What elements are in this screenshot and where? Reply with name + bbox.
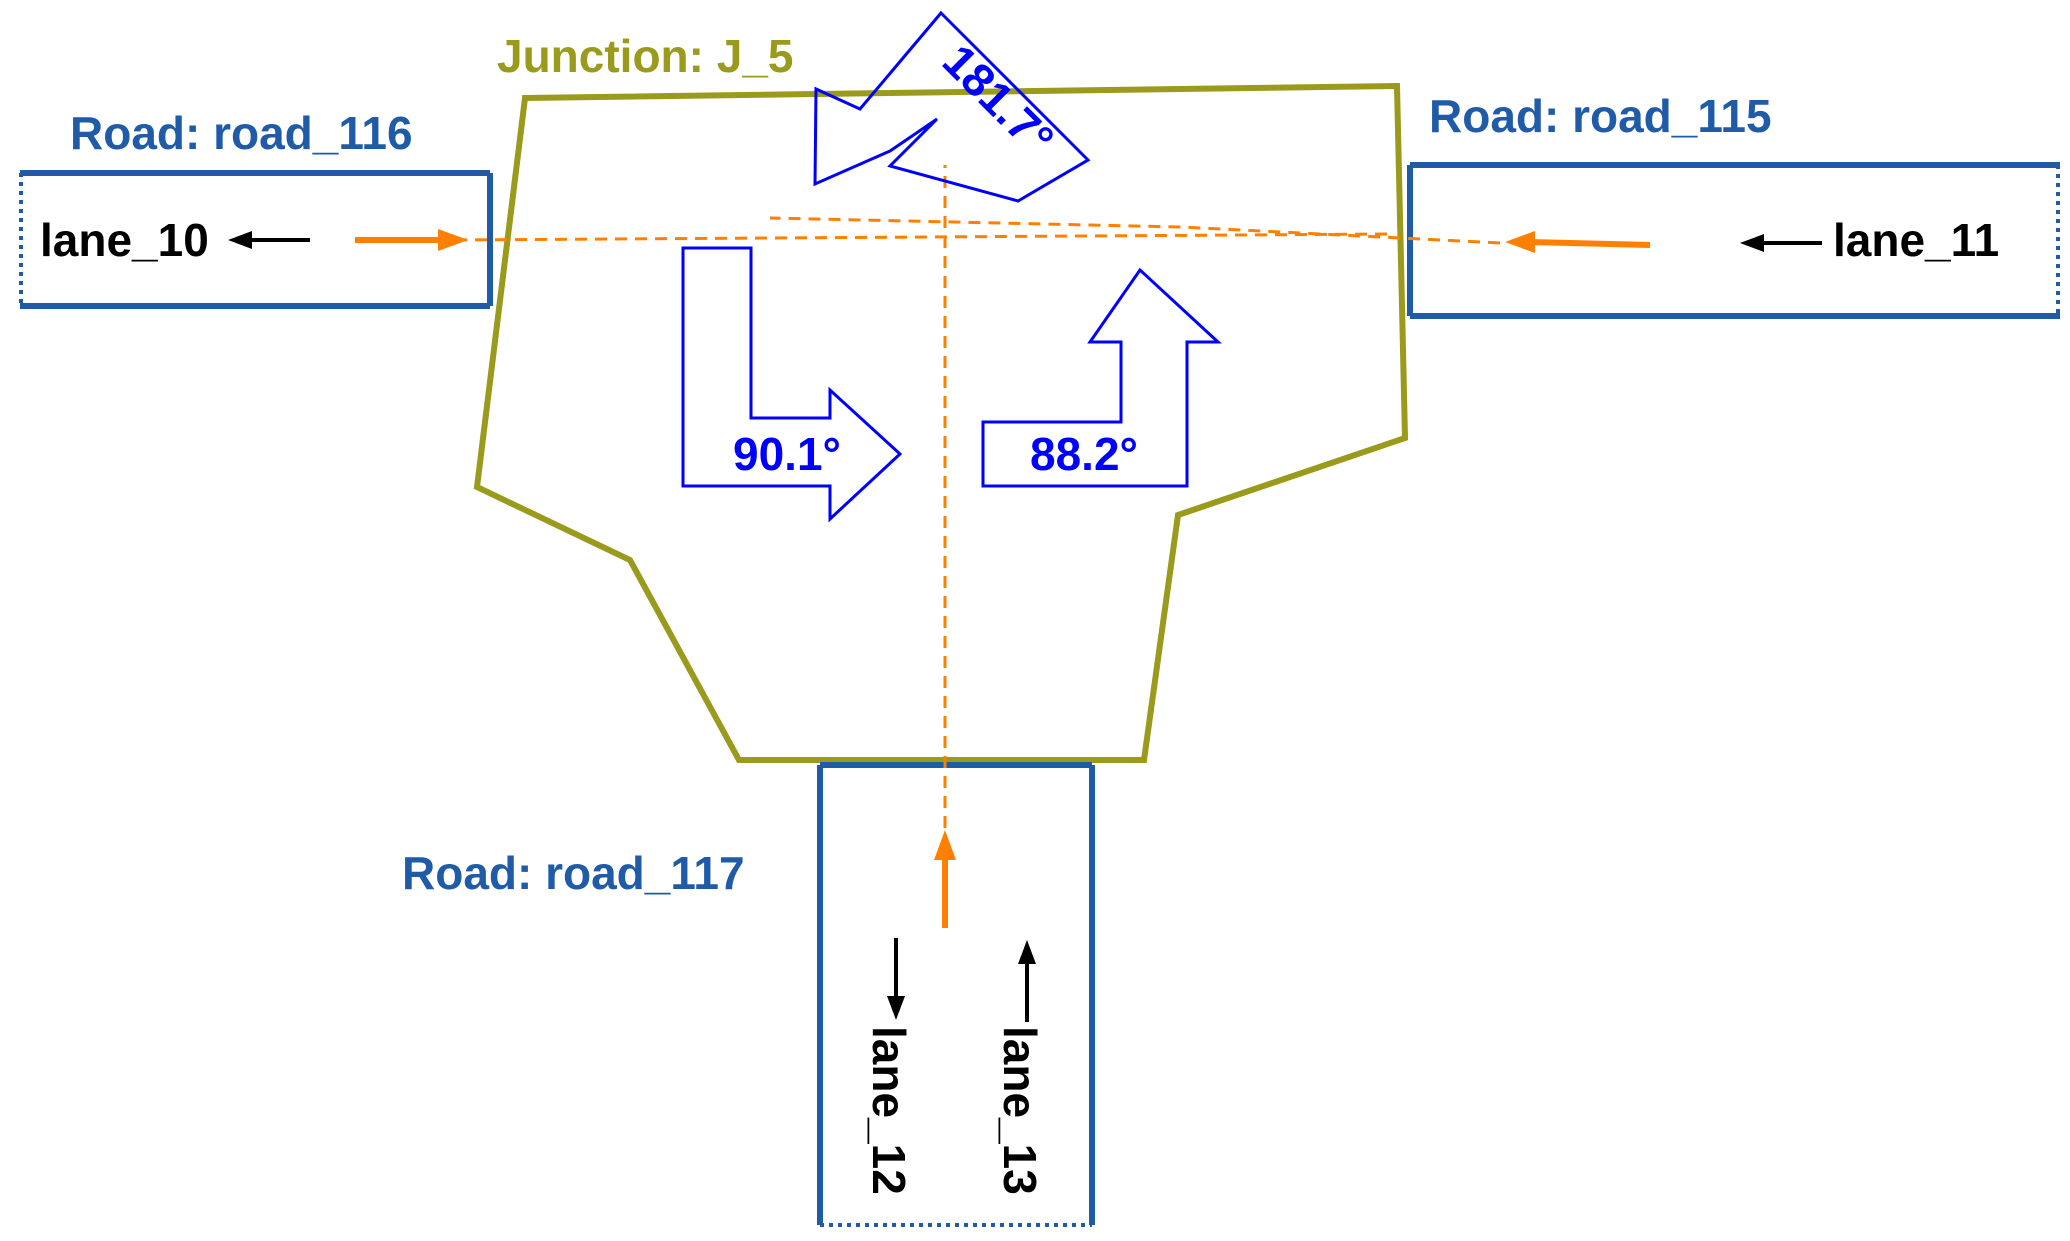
connector-lane11-curve <box>769 216 1501 245</box>
lane-11: lane_11 <box>1740 214 1999 266</box>
left-turn-angle-label: 88.2° <box>1030 428 1138 480</box>
connector-paths <box>454 165 1501 828</box>
junction-boundary <box>473 82 1409 763</box>
right-turn-arrow-icon <box>681 246 903 523</box>
connector-lane10-to-lane11 <box>454 232 1396 242</box>
u-turn-angle-label: 181.7° <box>933 34 1064 165</box>
flow-arrow-road117 <box>934 830 956 928</box>
angle-arrows <box>681 10 1222 523</box>
lane-10-direction-icon <box>228 231 252 249</box>
lane-12-label: lane_12 <box>863 1026 915 1195</box>
lane-13-direction-icon <box>1018 940 1036 964</box>
road-117 <box>817 762 1095 1227</box>
road-116-label: Road: road_116 <box>70 107 413 159</box>
lane-12: lane_12 <box>863 938 915 1195</box>
lane-10: lane_10 <box>40 214 310 266</box>
flow-arrows <box>355 229 1651 928</box>
flow-arrow-road116 <box>355 229 468 251</box>
lane-13-label: lane_13 <box>994 1026 1046 1195</box>
road-115 <box>1407 162 2060 319</box>
road-117-label: Road: road_117 <box>402 847 745 899</box>
lane-11-label: lane_11 <box>1833 214 1999 266</box>
left-turn-arrow-icon <box>981 267 1222 488</box>
road-115-label: Road: road_115 <box>1429 90 1772 142</box>
u-turn-arrow-icon <box>813 10 1091 203</box>
lane-12-direction-icon <box>887 996 905 1020</box>
lane-11-direction-icon <box>1740 234 1764 252</box>
lane-13: lane_13 <box>994 940 1046 1195</box>
junction-label: Junction: J_5 <box>497 30 794 82</box>
road-116 <box>19 170 493 309</box>
flow-arrow-road115 <box>1505 231 1651 253</box>
right-turn-angle-label: 90.1° <box>733 428 841 480</box>
lane-10-label: lane_10 <box>40 214 209 266</box>
